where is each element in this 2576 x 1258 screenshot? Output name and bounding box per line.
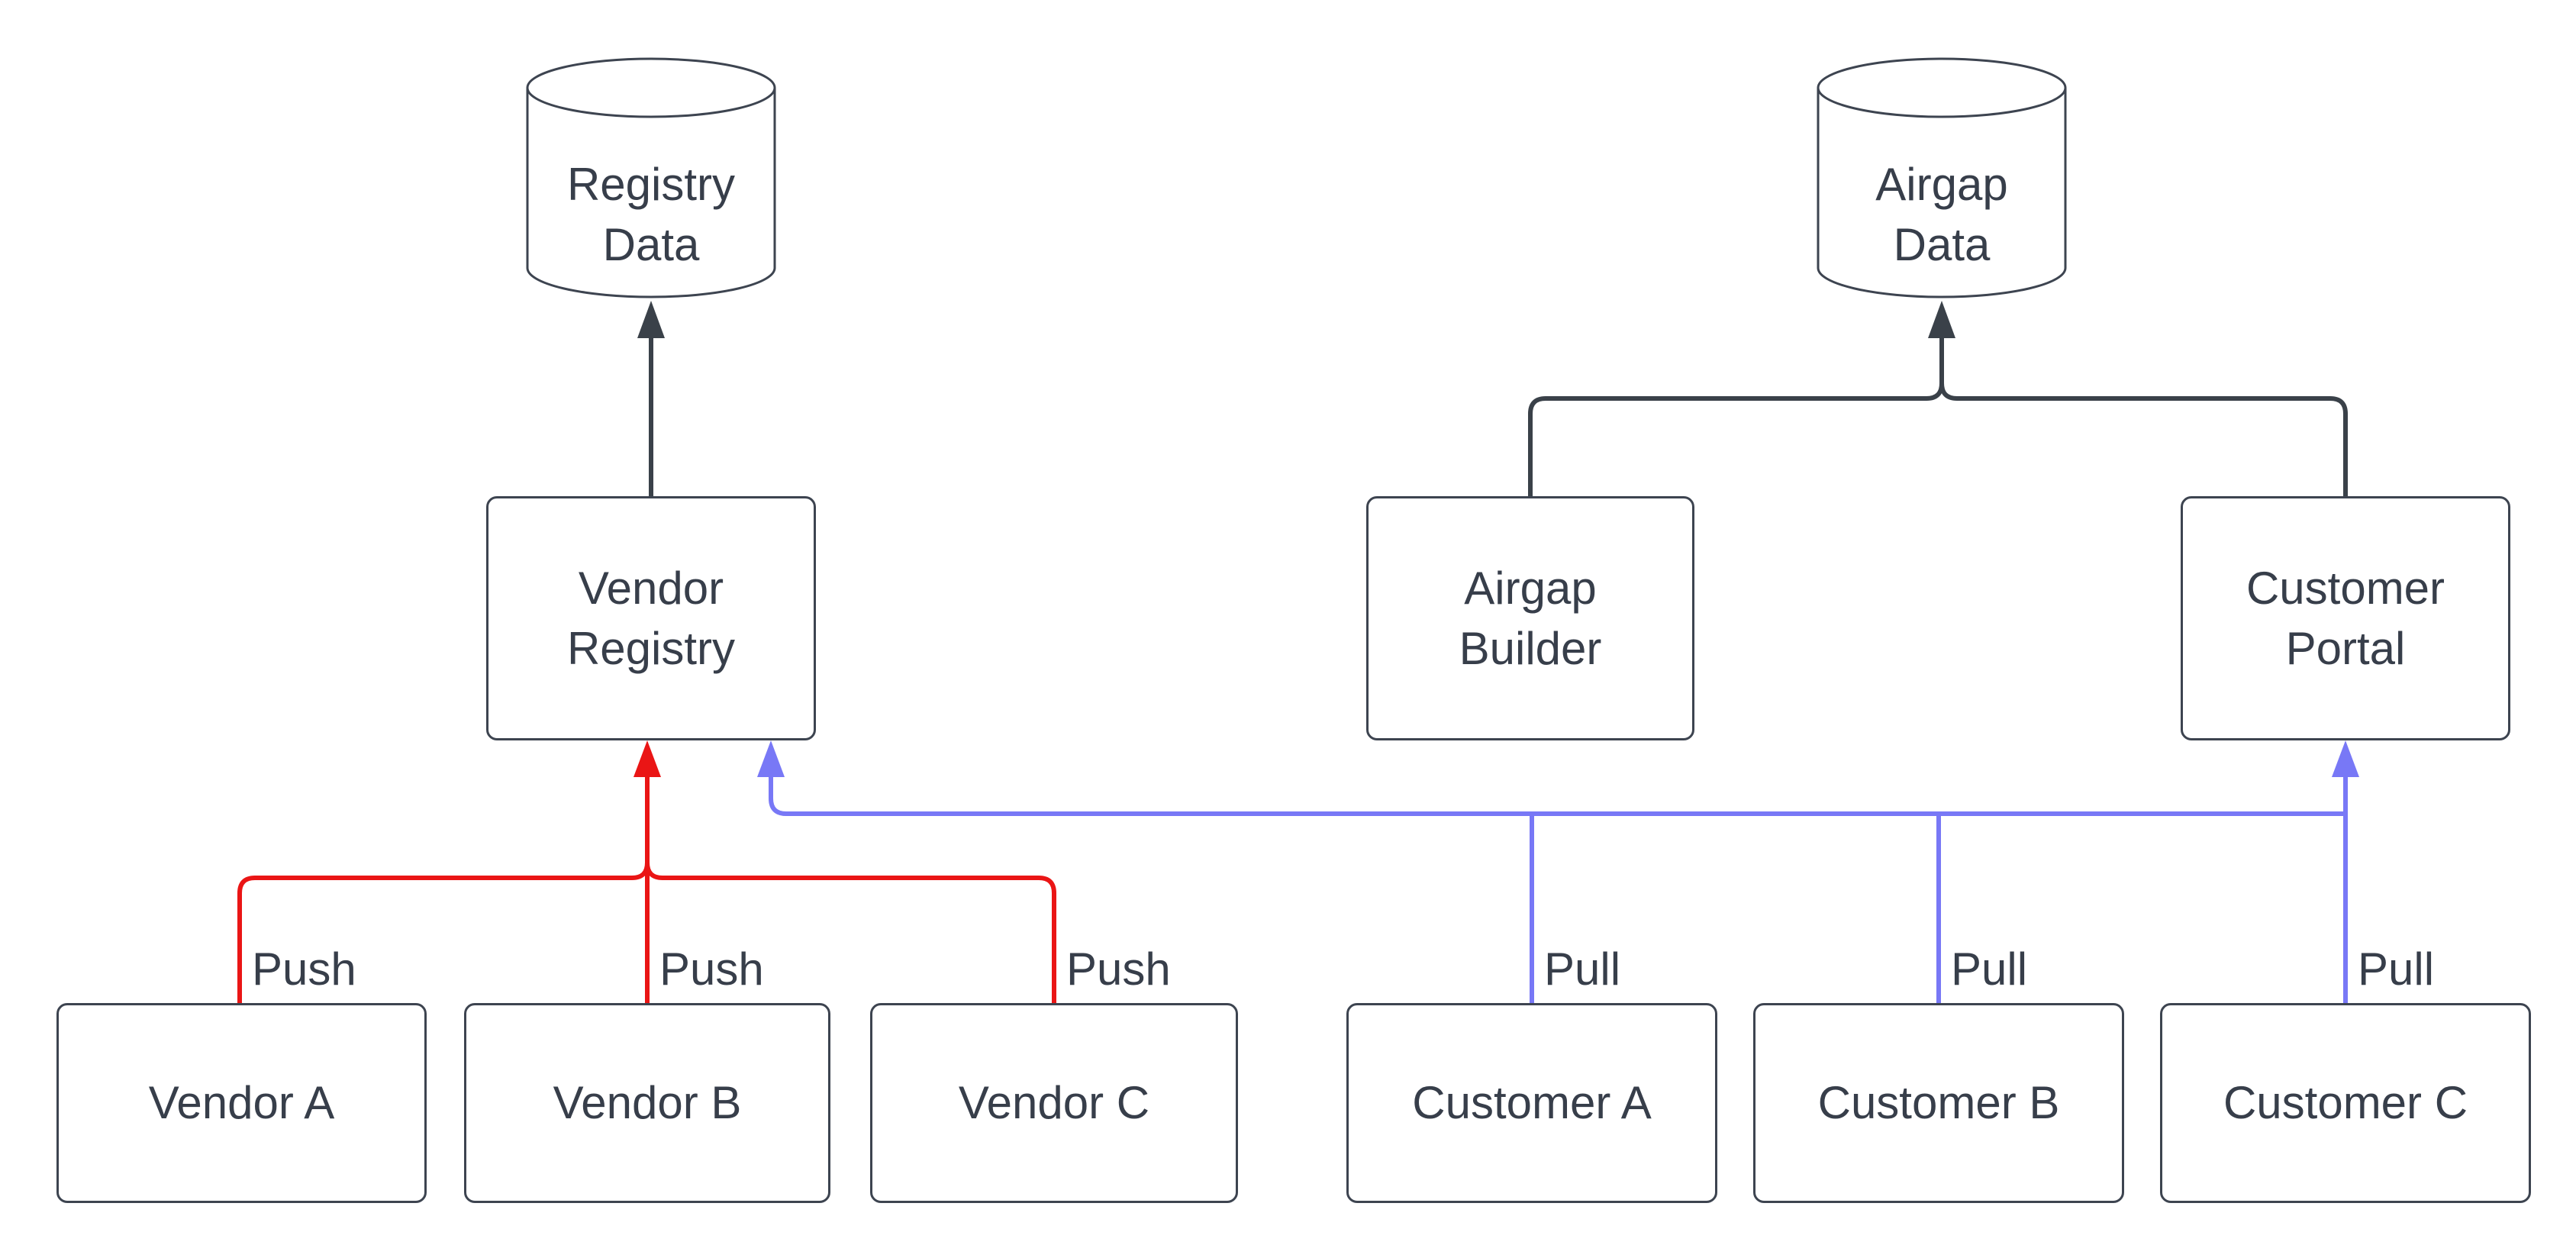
node-customer-b-label: Customer B xyxy=(1817,1077,2060,1129)
arrowhead-registry-data xyxy=(637,301,665,338)
edge-label-pull-customer-b: Pull xyxy=(1951,944,2028,995)
edge-vendor-c-to-vendor-registry xyxy=(645,862,1056,1003)
node-airgap-data-label: Airgap Data xyxy=(1875,158,2008,270)
node-airgap-builder: Airgap Builder xyxy=(1366,496,1694,740)
node-airgap-data: Airgap Data xyxy=(1816,56,2068,299)
edge-label-push-vendor-a: Push xyxy=(252,944,356,995)
node-registry-data-label: Registry Data xyxy=(566,158,736,270)
edge-customer-bus-to-vendor-registry xyxy=(769,776,2345,816)
cylinder-shape xyxy=(1817,57,2067,298)
node-airgap-builder-label: Airgap Builder xyxy=(1459,562,1602,674)
node-vendor-a-label: Vendor A xyxy=(148,1077,335,1129)
edge-vendor-a-to-vendor-registry xyxy=(237,862,650,1003)
node-vendor-registry-label: Vendor Registry xyxy=(566,562,736,674)
node-customer-c: Customer C xyxy=(2160,1003,2531,1203)
node-vendor-a: Vendor A xyxy=(56,1003,427,1203)
node-customer-portal: Customer Portal xyxy=(2181,496,2510,740)
node-customer-a: Customer A xyxy=(1346,1003,1717,1203)
node-vendor-c-label: Vendor C xyxy=(958,1077,1150,1129)
edge-label-push-vendor-b: Push xyxy=(659,944,764,995)
node-vendor-registry: Vendor Registry xyxy=(486,496,816,740)
arrowhead-airgap-data xyxy=(1928,301,1955,338)
arrowhead-vendor-registry-push xyxy=(634,740,661,777)
node-customer-b: Customer B xyxy=(1753,1003,2124,1203)
edge-label-pull-customer-a: Pull xyxy=(1544,944,1621,995)
arrowhead-customer-portal-pull xyxy=(2332,740,2359,777)
node-vendor-b: Vendor B xyxy=(464,1003,830,1203)
arrowhead-vendor-registry-pull xyxy=(757,740,785,777)
cylinder-shape xyxy=(526,57,776,298)
edge-airgap-builder-to-airgap-data xyxy=(1528,337,1944,498)
node-vendor-c: Vendor C xyxy=(870,1003,1238,1203)
node-customer-a-label: Customer A xyxy=(1412,1077,1652,1129)
node-customer-portal-label: Customer Portal xyxy=(2246,562,2445,674)
node-customer-c-label: Customer C xyxy=(2223,1077,2468,1129)
node-vendor-b-label: Vendor B xyxy=(553,1077,742,1129)
edge-label-pull-customer-c: Pull xyxy=(2358,944,2435,995)
node-registry-data: Registry Data xyxy=(525,56,777,299)
edge-customer-portal-to-airgap-data xyxy=(1939,382,2348,498)
edge-label-push-vendor-c: Push xyxy=(1066,944,1171,995)
